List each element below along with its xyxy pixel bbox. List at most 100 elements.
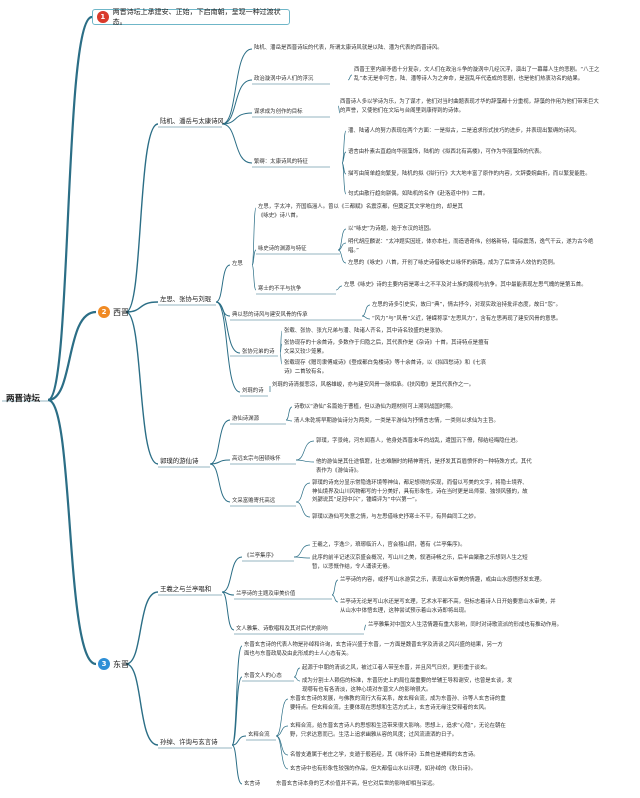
connector-leaf: [295, 482, 311, 503]
section-dongjin: 3 东晋: [98, 658, 129, 670]
node-wenca-1: 郭璞的诗充分显示常隐逸环境等神仙，都足想得的实现，而借以写美的文字，将隐士境界、…: [312, 480, 528, 503]
connector-leaf: [275, 735, 289, 756]
connector-leaf: [293, 667, 301, 678]
node-hengdun-1: 郭璞，字景纯，河东闻喜人，他身处西晋末年的战乱，遭国沉下僚，郁结经晦隐仕进。: [316, 438, 521, 444]
node-zuosi: 左思: [232, 261, 243, 267]
connector-leaf: [347, 74, 353, 81]
connector-leaf: [337, 105, 341, 114]
node-xy-xintai-1: 起源于中朝的清谈之风，被过江者人带至东晋，并且风气日炽，更形重于谈玄。: [302, 665, 491, 671]
node-fanli: 繁缛：太康诗风的特征: [254, 159, 308, 165]
connector-xijin-branch: [125, 301, 159, 313]
section-badge: 2: [98, 306, 110, 318]
connector-leaf: [275, 735, 289, 770]
connector-topic: [215, 301, 241, 354]
connector-leaf: [285, 406, 293, 421]
connector-root-xijin: [47, 310, 97, 402]
connector-topic: [221, 591, 235, 631]
node-lanting-2: 此序的前半记述汉京盛会概况，写山川之美，叙酒诗畅之乐，后半由聚散之乐想到人生之短…: [312, 555, 528, 570]
node-hanshi: 寒士的不平与抗争: [258, 286, 302, 292]
connector-topic: [215, 301, 241, 393]
node-fanli-3: 描写由简单趋向繁复，陆机的拟《拟行行》大大地丰富了原作的内容，文辞委婉曲折，而以…: [348, 171, 591, 177]
connector-topic: [221, 112, 253, 125]
node-fuchen-detail: 西晋王室内部矛盾十分复杂，文人们在政治斗争的漩涡中几经沉浮，演出了一幕幕人生的悲…: [354, 67, 600, 82]
connector-leaf: [361, 315, 371, 320]
summary-box: 1 两晋诗坛上承建安、正始，下启南朝，呈现一种过渡状态。: [92, 8, 290, 26]
branch-luopan: 陆机、潘岳与太康诗风: [160, 117, 224, 125]
node-zhangxie-3: 张载现存《赠司隶傅咸诗》《登成都白兔楼诗》等十余首诗，以《拟四愁诗》和《七哀诗》…: [284, 360, 487, 375]
connector-topic: [231, 735, 247, 746]
branch-guopu: 郭璞的游仙诗: [160, 457, 199, 465]
node-fengli-1: 左思的诗多引史实，故曰“典”，情古抒今，对现实政治持批评态度，故曰“怨”。: [372, 302, 562, 308]
node-youxian-yuan-1: 诗歌以“游仙”名篇始于曹植，但以游仙为题材则可上溯到战国时期。: [294, 404, 456, 410]
node-yongshi-1: 以“咏史”为诗题，始于东汉的班固。: [348, 226, 435, 232]
connector-topic: [221, 123, 253, 164]
node-xy-heliu: 玄释合流: [248, 732, 270, 738]
branch-zuosi: 左思、张协与刘琨: [160, 295, 212, 303]
connector-leaf: [293, 676, 301, 682]
node-yongshi-2: 明代胡应麟说：“太冲题实因班，体亦本杜，而造语奇伟，创格新特，错综震荡，逸气干云…: [348, 239, 594, 254]
node-xy-heliu-1: 东晋玄言诗的发展，与佛教的流行大有关系，故玄释合流，成为东晋孙、许等人玄言诗的重…: [290, 696, 506, 711]
node-liukun: 刘琨的诗: [242, 388, 264, 394]
connector-leaf: [251, 207, 257, 266]
connector-topic: [221, 48, 253, 125]
node-youxian-yuan: 游仙诗渊源: [232, 416, 259, 422]
connector-leaf: [295, 501, 311, 518]
node-hengdun: 高远玄宗与困顿咏怀: [232, 456, 281, 462]
connector-topic: [231, 744, 243, 785]
connector-leaf: [293, 544, 311, 558]
root-node: 两晋诗坛: [6, 394, 41, 404]
section-xijin: 2 西晋: [98, 306, 129, 318]
node-xy-shi-detail: 东晋玄言诗本身的艺术价值并不高，但它对后世的影响却相当深远。: [276, 781, 438, 787]
connector-leaf: [335, 285, 343, 291]
connector-topic: [209, 419, 231, 465]
connector-dongjin-branch: [125, 663, 159, 746]
section-badge: 3: [98, 658, 110, 670]
connector-leaf: [363, 624, 367, 631]
node-jihui: 文人雅集、诗歌唱和及其对后代的影响: [236, 626, 328, 632]
node-lanting-1: 王羲之，字逸少，琅琊临沂人，官会稽山阴，著有《兰亭集序》。: [312, 542, 466, 548]
node-chuangzuo: 谋求成为创作的目标: [254, 109, 303, 115]
node-xy-heliu-2: 玄释合流，给东晋玄言诗人的思想和生活带来很大影响。思想上，追求“心隐”，无论在朝…: [290, 723, 506, 738]
connector-leaf: [337, 228, 347, 251]
node-fengli-2: “风力”与“风骨”义近，锤嵘称享“左思风力”，含有左思再现了建安风骨的意思。: [372, 316, 562, 322]
connector-leaf: [337, 249, 347, 264]
connector-leaf: [295, 440, 315, 461]
connector-leaf: [293, 556, 311, 559]
connector-leaf: [361, 304, 371, 317]
node-lanting: 《兰亭集序》: [244, 553, 277, 559]
node-xy-xintai: 东晋文人的心态: [244, 673, 282, 679]
connector-leaf: [341, 130, 347, 164]
node-fuchen: 政治漩涡中诗人们的浮沉: [254, 76, 314, 82]
connector-xijin-branch: [125, 123, 159, 313]
node-xy-shi: 玄言诗: [244, 781, 261, 787]
section-label: 东晋: [113, 659, 129, 669]
node-lupan-rep: 陆机、潘岳是西晋诗坛的代表，所谓太康诗风就是以陆、潘为代表的西晋诗风。: [254, 45, 443, 51]
connector-topic: [209, 459, 231, 465]
node-xy-heliu-3: 名僧支遁属于老庄之学，支遁于般若经，其《咏怀诗》五首也是裨释的玄言诗。: [290, 752, 479, 758]
node-fanli-1: 潘、陆诸人的努力表现在两个方面：一是拟古，二是追求形式技巧的进步，并表现出繁缛的…: [348, 128, 580, 134]
node-yongshi-3: 左思的《咏史》八首，开创了咏史诗借咏史以咏怀的新路，成为了后世诗人效仿的范例。: [348, 260, 559, 266]
connector-leaf: [337, 242, 347, 251]
section-badge: 1: [97, 11, 109, 23]
connector-topic: [231, 645, 243, 746]
node-fanli-2: 语言由朴素古直趋向华丽藻饰，陆机的《拟西北有高楼》，可作为华丽藻饰的代表。: [348, 149, 545, 155]
node-wenca-2: 郭璞以游仙写失意之情，与左思借咏史抒寒士不平，有异曲同工之妙。: [312, 514, 480, 520]
connector-leaf: [341, 151, 347, 164]
node-zhangxie-1: 张载、张协、张亢兄弟与潘、陆诸人齐名，其中诗名较盛的是张协。: [284, 328, 446, 334]
connector-leaf: [275, 698, 289, 737]
connector-topic: [231, 676, 243, 746]
connector-leaf: [275, 725, 289, 737]
node-youxian-yuan-2: 清人朱乾将早期游仙诗分为两类，一类是平游仙为抒情言志情，一类则以求仙为主旨。: [294, 418, 499, 424]
connector-xijin-branch: [125, 311, 159, 465]
connector-leaf: [251, 249, 257, 266]
node-zuosi-bio: 左思，字太冲，齐国临淄人。曾以《三都赋》名震京都，但奠定其文学地位的，却是其《咏…: [258, 204, 463, 219]
node-chuangzuo-detail: 西晋诗人多以学诗为乐，为了谋才，他们对当时曲题表现才华的辞藻都十分重视，辞藻的作…: [340, 99, 599, 114]
summary-text: 两晋诗坛上承建安、正始，下启南朝，呈现一种过渡状态。: [112, 8, 281, 26]
connector-topic: [209, 463, 231, 503]
connector-leaf: [295, 459, 315, 463]
node-xy-xintai-2: 成为分割士人赖俗的标准，东晋历史上的局位最重要的举辅王导和谢安，也曾是玄谈，发现…: [302, 678, 513, 693]
node-fengli: 典以悲的诗风与建安风骨的传承: [232, 312, 308, 318]
connector-topic: [215, 264, 231, 303]
node-jihui-detail: 兰亭雅集对中国文人生活情趣有重大影响，同时对诗歌流派的形成也有推动作用。: [368, 622, 563, 628]
